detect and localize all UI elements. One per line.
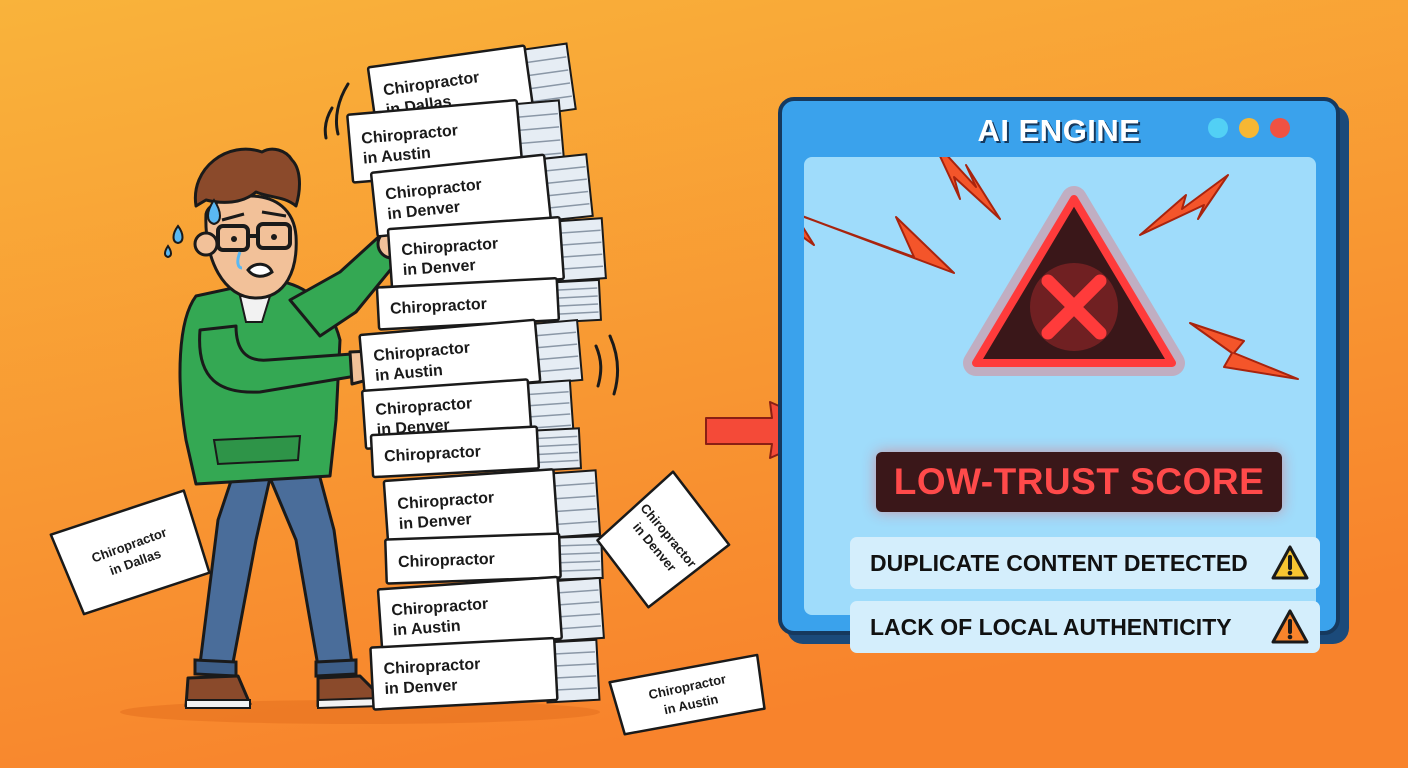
stack-paper-label: Chiropractor [384,443,482,465]
glasses-icon [216,222,292,252]
warning-local-authenticity: LACK OF LOCAL AUTHENTICITY [850,601,1320,653]
window-dot-blue[interactable] [1208,118,1228,138]
lightning-bolt-icon [804,215,955,274]
stack-paper-label: in Denver [398,511,472,533]
stack-paper-label: Chiropractor [401,235,499,259]
window-dot-red[interactable] [1270,118,1290,138]
wobble-lines [323,82,619,396]
low-trust-score-badge: LOW-TRUST SCORE [876,452,1282,512]
stack-paper-label: Chiropractor [390,296,488,318]
lightning-bolt-icon [1189,322,1299,380]
stack-paper: Chiropractor [384,532,604,585]
sweat-drop-icon [172,224,184,245]
stack-paper-label: in Austin [374,362,443,385]
worried-mouth [246,262,274,278]
warning-icon [1271,545,1309,580]
lightning-bolt-icon [1139,174,1229,236]
stack-paper-label: in Austin [392,618,461,640]
ai-engine-window: AI ENGINE LOW-TRUST SCORE DUPLICATE CONT… [778,97,1340,653]
warning-duplicate-content: DUPLICATE CONTENT DETECTED [850,537,1320,589]
stack-paper-label: in Denver [402,257,476,279]
warning-text: LACK OF LOCAL AUTHENTICITY [870,613,1232,640]
window-dot-yellow[interactable] [1239,118,1259,138]
stack-paper-label: in Austin [362,145,431,168]
sweat-drop-icon [207,198,221,226]
stack-paper-label: Chiropractor [375,395,473,419]
window-title: AI ENGINE [977,113,1141,148]
ai-engine-panel: LOW-TRUST SCORE DUPLICATE CONTENT DETECT… [804,157,1320,653]
stack-paper-label: Chiropractor [398,551,495,571]
sweat-drop-icon [164,244,172,259]
score-label: LOW-TRUST SCORE [893,461,1265,502]
stack-paper: Chiropractor [369,425,582,479]
warning-text: DUPLICATE CONTENT DETECTED [870,549,1248,576]
alert-graphic [804,157,1299,380]
stack-paper-label: in Denver [384,677,458,698]
lightning-bolt-icon [939,157,1001,220]
stack-paper-label: Chiropractor [383,656,481,678]
warning-icon [1271,609,1309,644]
stack-paper-label: Chiropractor [397,489,495,513]
stack-paper-label: Chiropractor [391,596,489,620]
error-triangle-icon [963,186,1185,376]
hair [193,147,301,208]
